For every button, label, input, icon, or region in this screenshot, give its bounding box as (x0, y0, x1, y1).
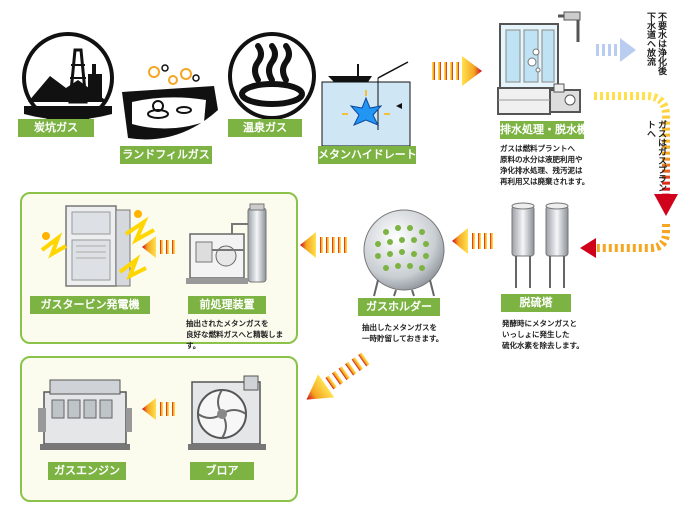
flow-arrow-to-holder (452, 228, 493, 254)
source-label-hydrate: メタンハイドレート (318, 146, 417, 164)
gas-turbine-generator-icon (40, 205, 155, 287)
blower-icon (188, 375, 266, 450)
sewer-text: 不要水は浄化後下水道へ放流 (645, 12, 666, 75)
desulfurization-tower-icon (511, 202, 569, 288)
flow-arrow-to-pretreat (300, 232, 347, 258)
source-label-hotspring: 温泉ガス (228, 119, 302, 137)
flow-arrow-to-engine (142, 398, 175, 420)
treatment-label: 排水処理・脱水機 (500, 121, 588, 139)
pretreat-label: 前処理装置 (188, 296, 266, 314)
pretreat-note: 抽出されたメタンガスを良好な燃料ガスへと精製します。 (186, 319, 284, 350)
blower-label: ブロア (190, 462, 254, 480)
holder-label: ガスホルダー (358, 298, 440, 316)
coal-mine-icon (22, 32, 114, 124)
desulf-note: 発酵時にメタンガスといっしょに発生した硫化水素を除去します。 (502, 319, 584, 350)
flow-arrow-desulf-in (580, 238, 596, 258)
gas-engine-icon (38, 379, 132, 450)
flow-arrow-to-treatment (432, 56, 482, 86)
pretreatment-unit-icon (186, 203, 267, 284)
flow-arrow-to-sewer (596, 38, 636, 62)
treatment-note: ガスは燃料プラントへ原料の水分は液肥利用や 浄化排水処理、残汚泥は再利用又は廃棄… (500, 144, 590, 186)
hot-spring-icon (228, 32, 316, 120)
gas-plant-text: ガスはガスプラントへ (645, 120, 666, 192)
source-label-landfill: ランドフィルガス (120, 146, 212, 164)
holder-note: 抽出したメタンガスを一時貯留しておきます。 (362, 323, 444, 343)
flow-arrow-to-turbine (142, 236, 175, 258)
source-label-coal: 炭坑ガス (18, 119, 94, 137)
landfill-icon (122, 64, 218, 140)
wastewater-treatment-icon (497, 11, 581, 115)
desulf-label: 脱硫塔 (501, 294, 571, 312)
flow-arrow-to-blower (306, 352, 370, 400)
flow-arrow-to-desulf (594, 92, 678, 252)
methane-hydrate-icon (321, 61, 411, 147)
gas-holder-icon (363, 209, 445, 297)
engine-label: ガスエンジン (48, 462, 126, 480)
turbine-label: ガスタービン発電機 (30, 296, 150, 314)
